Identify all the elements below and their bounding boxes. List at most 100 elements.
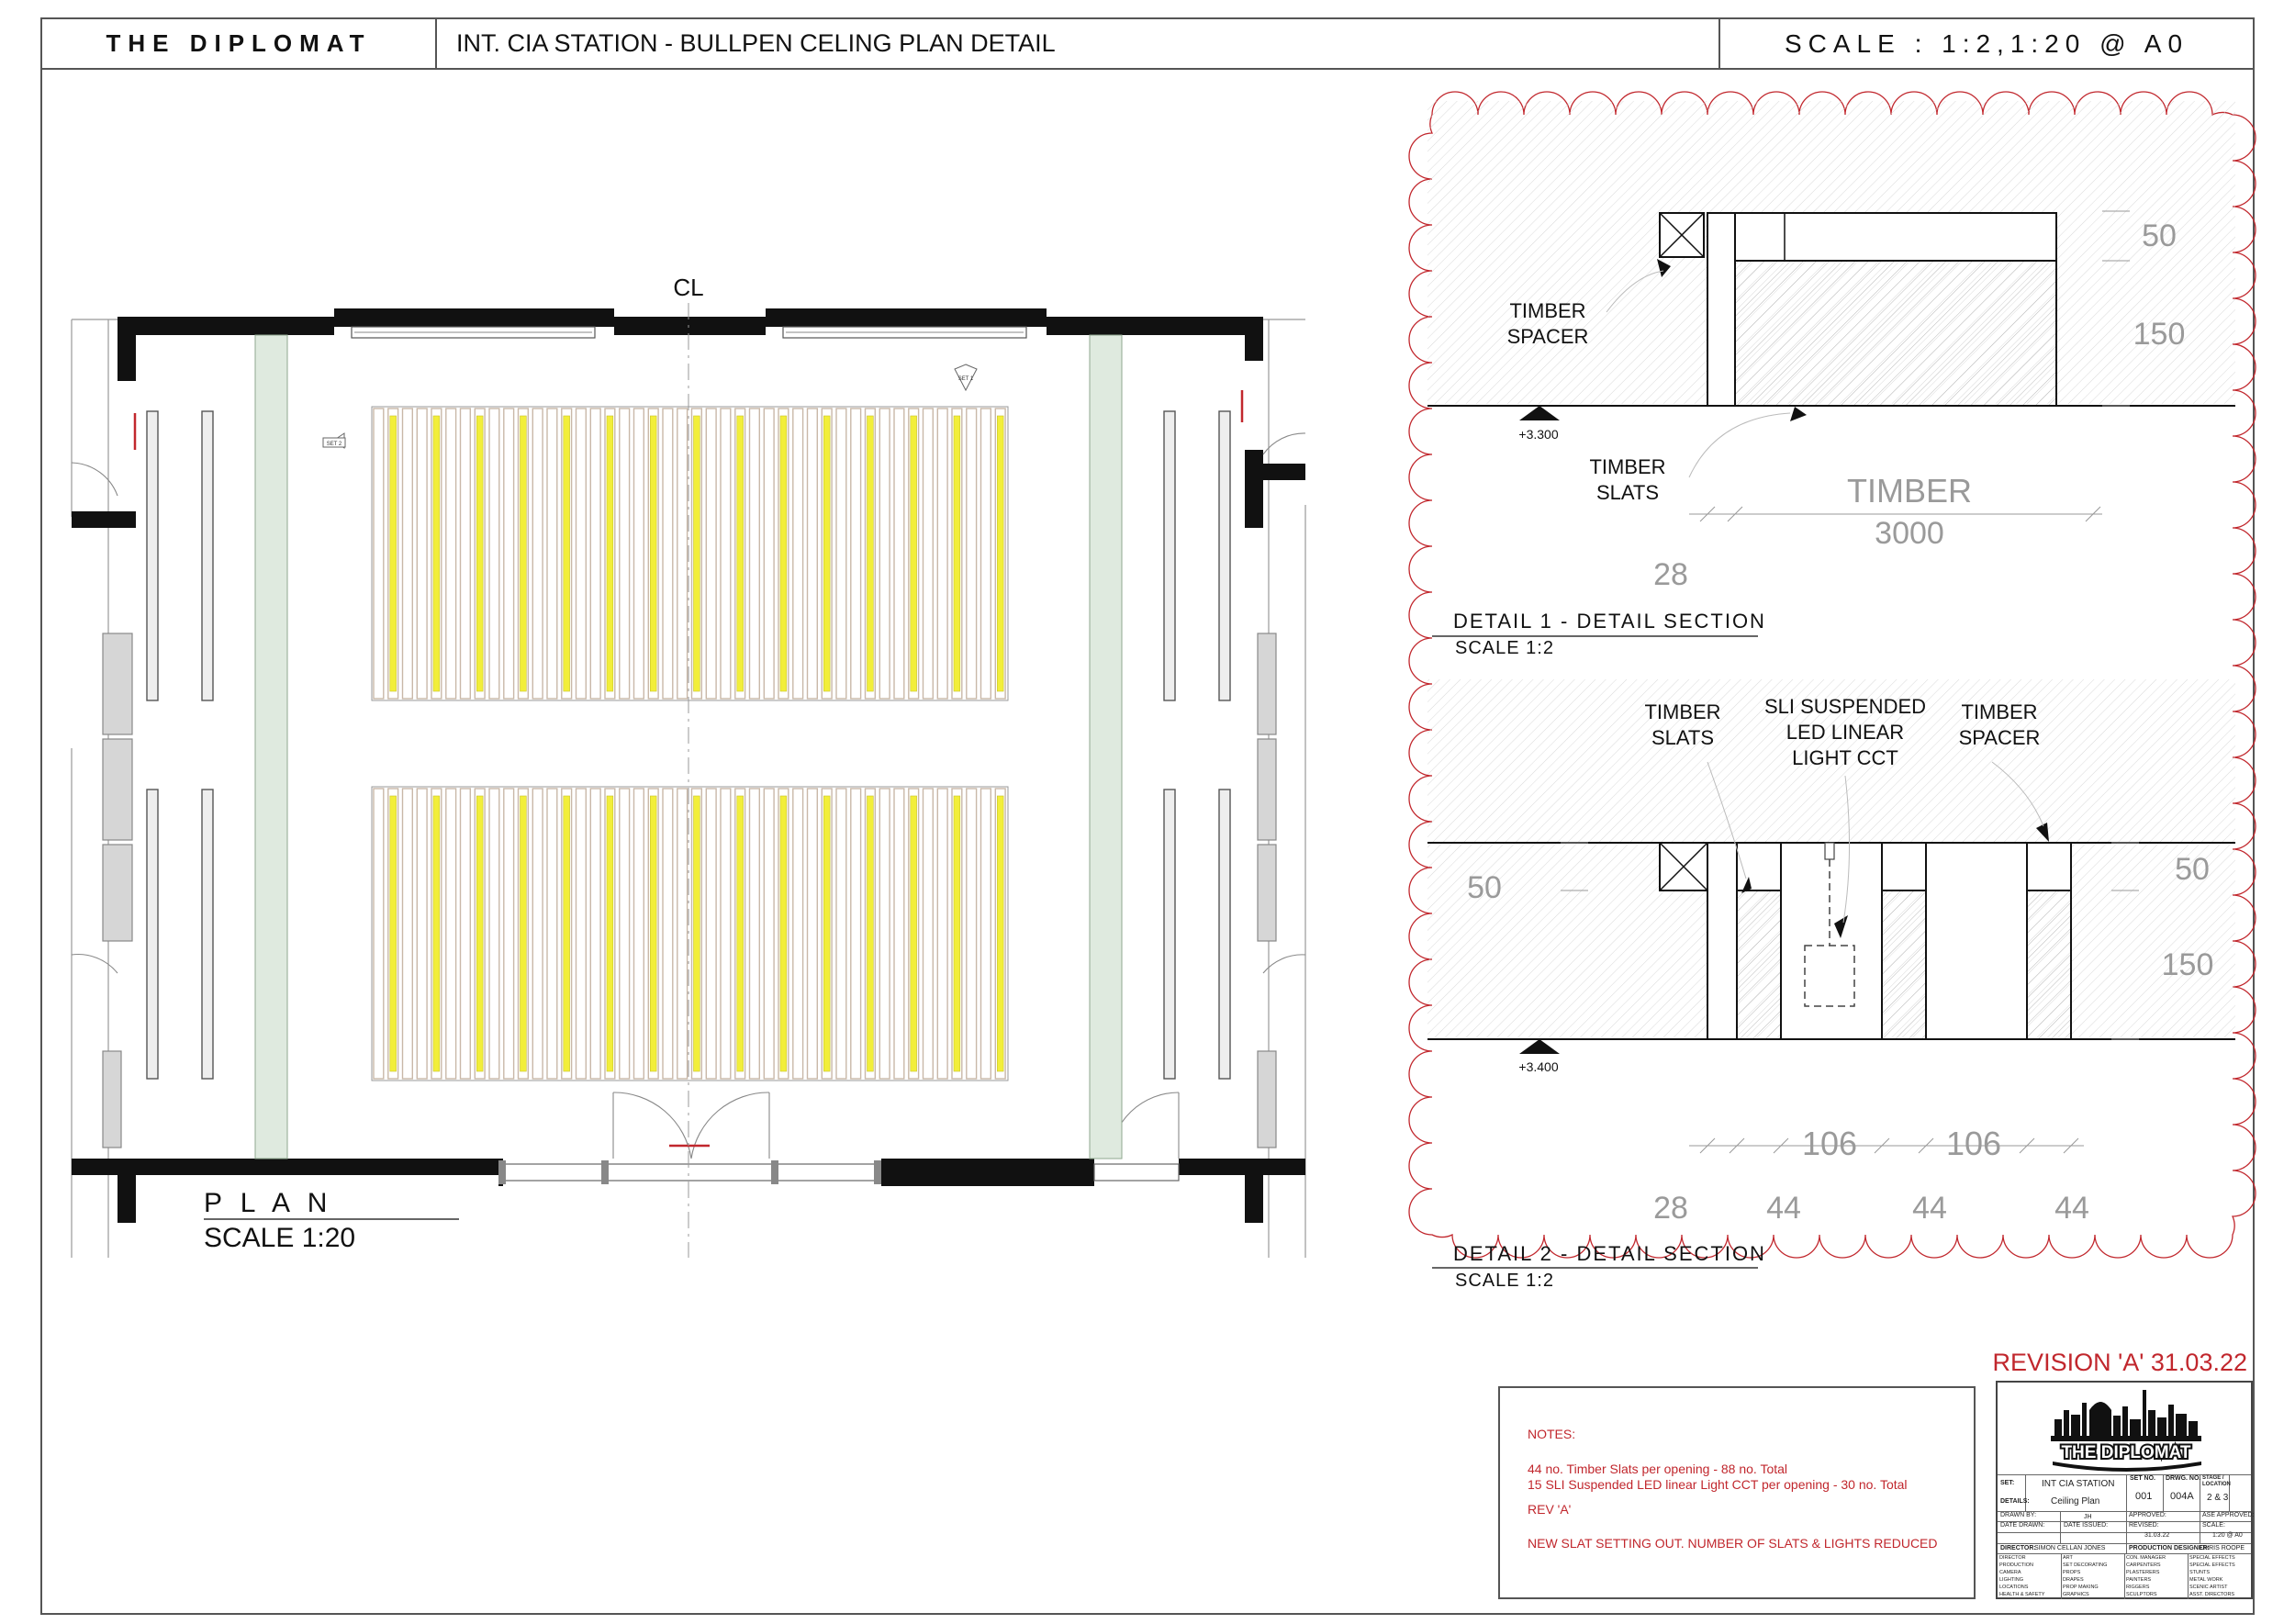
set-tag-1: SET 2 [322,432,346,449]
led-linear-light [606,415,614,692]
timber-slat [662,788,674,1080]
dim-44-a: 44 [1766,1191,1801,1226]
timber-slat [763,408,775,700]
dim-28-detail2: 28 [1653,1191,1688,1226]
timber-slat [416,408,428,700]
led-linear-light [953,415,961,692]
notes-change: NEW SLAT SETTING OUT. NUMBER OF SLATS & … [1528,1536,1938,1551]
timber-slat [532,408,543,700]
plan-title: P L A N [204,1188,332,1218]
timber-slat [720,408,732,700]
timber-slat [459,788,472,1080]
set-tag-2: SET 1 [954,364,978,392]
timber-slat [980,788,992,1080]
led-linear-light [823,795,831,1072]
title-block-details: Ceiling Plan [2051,1496,2100,1506]
led-linear-light [432,795,441,1072]
timber-slat [619,788,631,1080]
timber-slat [705,788,717,1080]
plan-scale: SCALE 1:20 [204,1223,355,1253]
led-linear-light [953,795,961,1072]
ceiling-plan: CL SET 2 SET 1 P L A N SCALE 1:20 [71,274,1306,1258]
dim-28-detail1: 28 [1653,557,1688,592]
led-linear-light [389,415,397,692]
timber-slat [401,408,414,700]
distribution-item: PAINTERS [2126,1577,2152,1583]
led-linear-light [606,795,614,1072]
led-linear-light [563,795,570,1072]
detail2-scale: SCALE 1:2 [1455,1271,1554,1291]
timber-slat [401,788,414,1080]
led-linear-light [867,795,874,1072]
label-timber-slats-2a: TIMBER [1644,700,1720,723]
led-linear-light [476,415,484,692]
timber-slat [459,408,472,700]
timber-slat [748,788,761,1080]
timber-slat [879,408,890,700]
level-mark-1: +3.300 [1518,427,1558,442]
title-block-stage: 2 & 3 [2207,1493,2229,1503]
timber-slat [546,788,558,1080]
timber-slat [792,408,804,700]
led-linear-light [649,795,657,1072]
timber-slat [922,788,935,1080]
notes-box: NOTES: 44 no. Timber Slats per opening -… [1498,1386,1976,1599]
svg-text:SET 2: SET 2 [327,442,342,447]
detail1-scale: SCALE 1:2 [1455,638,1554,658]
timber-slat [763,788,775,1080]
distribution-item: HEALTH & SAFETY [1999,1592,2045,1597]
led-linear-light [649,415,657,692]
timber-slat [633,408,645,700]
distribution-item: PROP MAKING [2063,1585,2099,1590]
distribution-item: ASST. DIRECTORS [2189,1592,2235,1597]
led-linear-light [389,795,397,1072]
timber-slat [936,788,948,1080]
timber-slat [936,408,948,700]
label-light-2a: SLI SUSPENDED [1764,695,1926,718]
timber-slat [792,788,804,1080]
distribution-item: CAMERA [1999,1570,2021,1575]
svg-text:SET 1: SET 1 [958,376,974,382]
distribution-item: DIRECTOR [1999,1555,2026,1561]
timber-slat [373,408,385,700]
dim-150-detail2: 150 [2162,947,2214,982]
notes-heading: NOTES: [1528,1427,1576,1441]
distribution-item: SET DECORATING [2063,1562,2108,1568]
distribution-item: SPECIAL EFFECTS [2189,1555,2235,1561]
led-linear-light [779,795,788,1072]
timber-slat [850,408,862,700]
detail1-title: DETAIL 1 - DETAIL SECTION [1453,610,1766,633]
distribution-item: PRODUCTION [1999,1562,2033,1568]
timber-slat [633,788,645,1080]
title-block-set-no: 001 [2135,1491,2153,1502]
timber-slat [488,788,500,1080]
centerline-label: CL [673,274,703,301]
timber-slat [546,408,558,700]
led-linear-light [736,795,744,1072]
distribution-item: LOCATIONS [1999,1585,2029,1590]
level-mark-2: +3.400 [1518,1059,1558,1074]
led-linear-light [432,415,441,692]
timber-slat [677,408,688,700]
distribution-item: CARPENTERS [2126,1562,2161,1568]
timber-slat [488,408,500,700]
led-linear-light [693,415,700,692]
led-linear-light [997,795,1004,1072]
timber-slat [980,408,992,700]
title-block: THE DIPLOMAT SET: INT CIA STATION DETAIL… [1996,1381,2254,1599]
label-timber-slats-2b: SLATS [1651,726,1714,749]
header-scale: SCALE : 1:2,1:20 @ A0 [1784,28,2189,58]
led-linear-light [693,795,700,1072]
notes-line-1: 44 no. Timber Slats per opening - 88 no.… [1528,1462,1788,1476]
distribution-item: PLASTERERS [2126,1570,2160,1575]
led-linear-light [910,795,917,1072]
timber-slat [879,788,890,1080]
dim-150-detail1: 150 [2133,317,2186,352]
revision-label: REVISION 'A' 31.03.22 [1993,1349,2247,1376]
distribution-item: DRAPES [2063,1577,2084,1583]
dim-50-right-detail2: 50 [2175,852,2210,887]
timber-slat [589,788,601,1080]
timber-slat [445,408,457,700]
timber-slat [966,788,978,1080]
timber-slat [503,408,515,700]
